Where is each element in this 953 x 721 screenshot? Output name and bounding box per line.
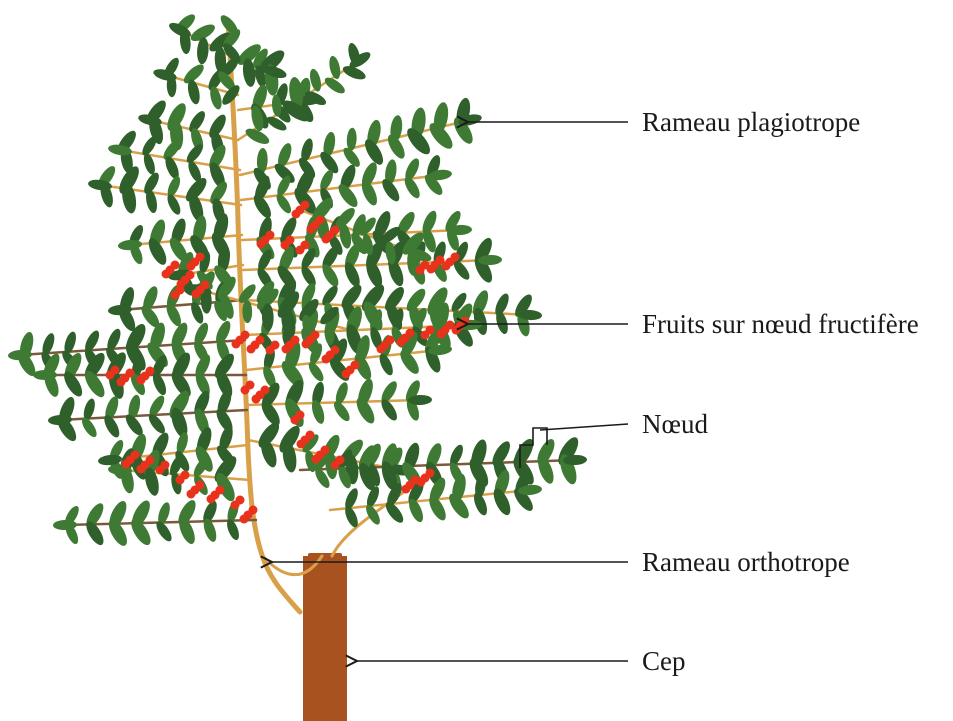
label-noeud: Nœud: [642, 409, 708, 439]
fruit-berry: [331, 226, 340, 235]
fruit-berry: [342, 370, 351, 379]
fruit-berry: [126, 369, 135, 378]
fruit-berry: [321, 446, 330, 455]
leaves: [8, 11, 587, 548]
fruit-berry: [137, 376, 146, 385]
fruit-berry: [257, 240, 266, 249]
fruit-berry: [187, 262, 196, 271]
fruit-berry: [437, 330, 446, 339]
fruit-berry: [316, 216, 325, 225]
fruit-berry: [240, 515, 249, 524]
fruit-berry: [451, 253, 460, 262]
fruit-berry: [196, 481, 205, 490]
fruit-berry: [417, 478, 426, 487]
fruit-berry: [249, 506, 258, 515]
fruit-berry: [292, 210, 301, 219]
fruit-berry: [402, 485, 411, 494]
fruit-berry: [286, 236, 295, 245]
fruit-berry: [426, 469, 435, 478]
fruit-berry: [232, 340, 241, 349]
fruit-berry: [122, 460, 131, 469]
fruit-berry: [426, 326, 435, 335]
fruit-berry: [311, 331, 320, 340]
pointer-noeud: [540, 424, 628, 430]
leaf: [308, 68, 323, 93]
fruit-berry: [187, 490, 196, 499]
fruit-berry: [322, 235, 331, 244]
label-cep: Cep: [642, 646, 686, 676]
trunk-cep: [303, 556, 347, 721]
fruit-berry: [271, 341, 280, 350]
fruit-berry: [302, 340, 311, 349]
fruit-berry: [117, 378, 126, 387]
fruit-berry: [397, 338, 406, 347]
fruit-berry: [146, 367, 155, 376]
fruit-berry: [252, 395, 261, 404]
fruit-berry: [386, 336, 395, 345]
fruit-berry: [247, 345, 256, 354]
fruit-berry: [306, 431, 315, 440]
label-fruits-noeud: Fruits sur nœud fructifère: [642, 309, 919, 339]
label-rameau-plagiotrope: Rameau plagiotrope: [642, 107, 860, 137]
fruit-berry: [111, 366, 120, 375]
fruit-berry: [181, 471, 190, 480]
fruit-berry: [216, 486, 225, 495]
fruit-berry: [442, 262, 451, 271]
fruit-berry: [162, 270, 171, 279]
fruit-berry: [266, 231, 275, 240]
fruit-berry: [192, 290, 201, 299]
fruit-berry: [207, 495, 216, 504]
fruit-berry: [406, 329, 415, 338]
fruit-berry: [201, 281, 210, 290]
fruit-berry: [307, 225, 316, 234]
fruit-berry: [452, 326, 461, 335]
fruit-berry: [377, 345, 386, 354]
fruit-berry: [146, 456, 155, 465]
leaf: [33, 370, 57, 380]
fruit-berry: [301, 201, 310, 210]
fruit-berry: [291, 336, 300, 345]
trunk-top: [308, 553, 342, 559]
fruit-berry: [171, 261, 180, 270]
fruit-berry: [246, 381, 255, 390]
fruit-berry: [296, 411, 305, 420]
leaf: [327, 55, 342, 80]
fruit-berry: [176, 286, 185, 295]
fruit-berry: [241, 331, 250, 340]
fruit-berry: [331, 346, 340, 355]
fruit-berry: [261, 386, 270, 395]
fruit-berry: [427, 265, 436, 274]
fruit-berry: [236, 496, 245, 505]
fruit-berry: [297, 440, 306, 449]
fruit-berry: [351, 361, 360, 370]
fruit-berry: [137, 465, 146, 474]
leaf: [196, 37, 209, 65]
fruit-berry: [196, 253, 205, 262]
fruit-berry: [282, 345, 291, 354]
fruit-berry: [312, 455, 321, 464]
fruit-berry: [161, 461, 170, 470]
label-rameau-orthotrope: Rameau orthotrope: [642, 547, 850, 577]
fruit-berry: [131, 451, 140, 460]
fruit-berry: [256, 336, 265, 345]
fruit-berry: [301, 241, 310, 250]
fruit-berry: [336, 456, 345, 465]
fruit-berry: [322, 355, 331, 364]
fruit-berry: [186, 271, 195, 280]
